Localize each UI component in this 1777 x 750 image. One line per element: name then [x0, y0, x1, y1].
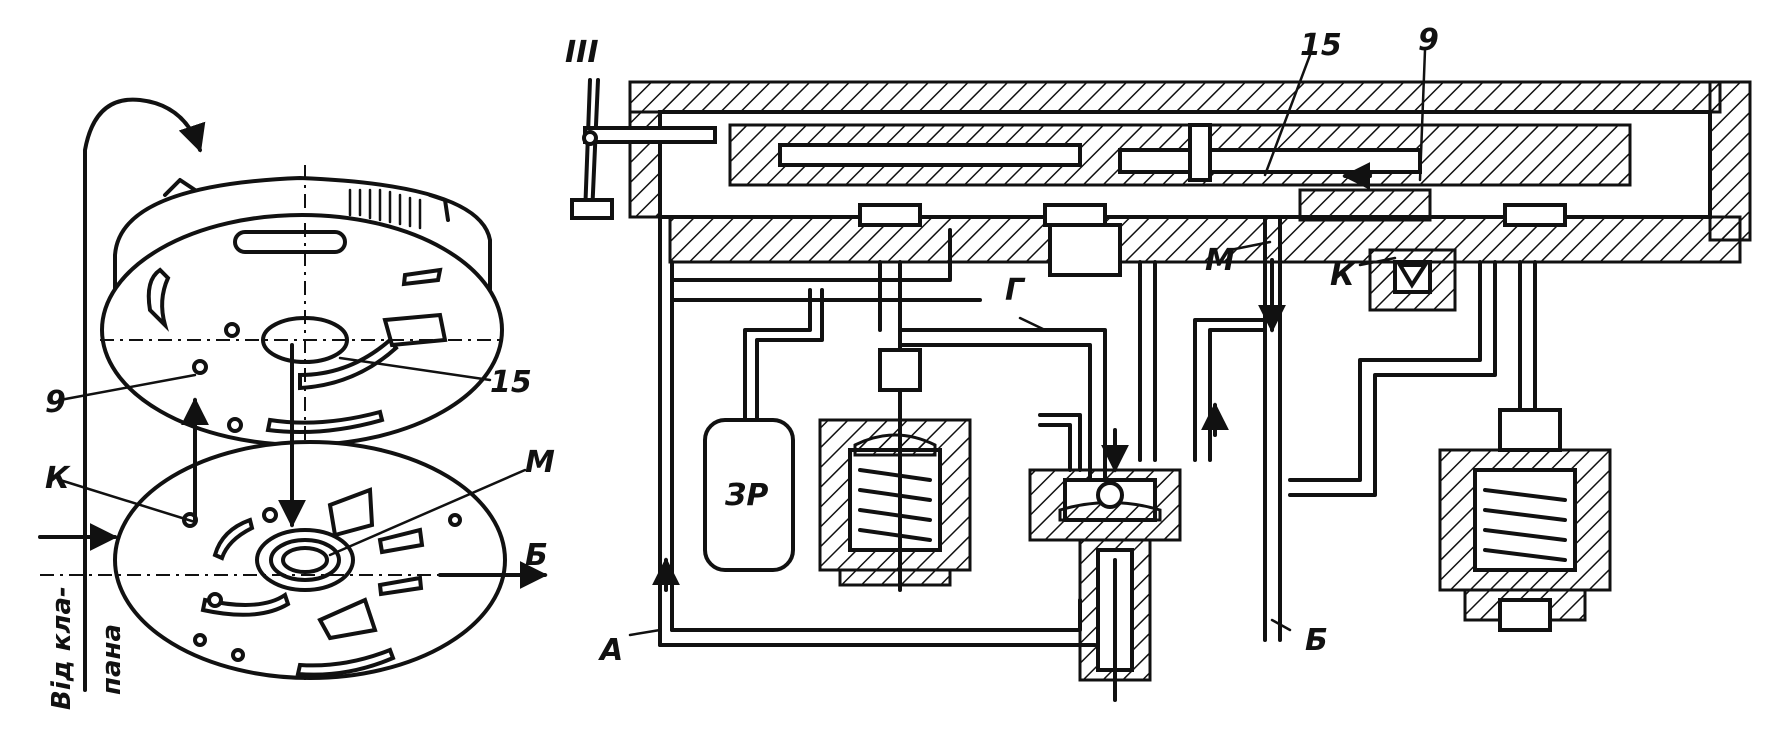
- handle-iii: [570, 78, 717, 220]
- upper-disc: [100, 175, 504, 447]
- label-g: Г: [1005, 273, 1026, 308]
- label-k-right: К: [1330, 258, 1356, 293]
- exploded-disc-view: 9 К 15 М Б Від кла- пана: [38, 97, 555, 710]
- flow-arrows: [652, 162, 1372, 592]
- label-from-valve-2: пана: [97, 624, 127, 695]
- label-15-right: 15: [1300, 28, 1342, 63]
- label-9-left: 9: [45, 385, 66, 420]
- right-valve: [1438, 408, 1612, 632]
- label-m-right: М: [1205, 243, 1235, 278]
- label-from-valve-1: Від кла-: [47, 586, 77, 710]
- rotation-arrow: [83, 97, 206, 692]
- reservoir-zr: [703, 418, 795, 572]
- label-9-right: 9: [1418, 23, 1439, 58]
- label-k-left: К: [45, 461, 71, 496]
- top-wall: [628, 80, 1722, 114]
- label-15-left: 15: [490, 365, 532, 400]
- sectional-scheme: III 15 9 М К Г ЗР А Б: [565, 23, 1752, 702]
- label-m-left: М: [525, 445, 555, 480]
- centre-valve: [1028, 468, 1182, 702]
- lower-disc: [113, 440, 507, 680]
- left-valve: [818, 348, 972, 592]
- label-roman-three: III: [565, 35, 599, 70]
- label-zr: ЗР: [724, 478, 768, 513]
- label-b-right: Б: [1305, 623, 1328, 658]
- leader-lines: [628, 48, 1427, 637]
- label-b-left: Б: [525, 538, 548, 573]
- k-valve: [1368, 248, 1457, 312]
- label-a: А: [598, 633, 623, 668]
